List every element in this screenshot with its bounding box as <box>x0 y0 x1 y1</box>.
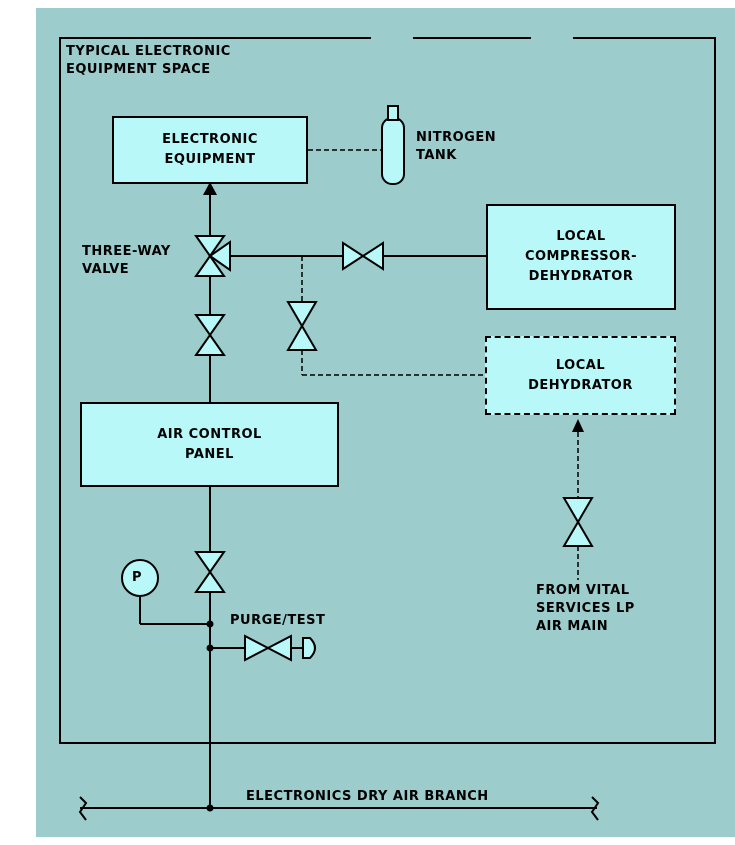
dry-air-branch-line <box>78 796 600 821</box>
purge-cap-icon <box>302 637 316 659</box>
flow-arrow-icon <box>203 182 217 195</box>
valve-icon <box>244 634 292 662</box>
local-dehydrator-box: LOCAL DEHYDRATOR <box>485 336 676 415</box>
air-control-panel-box: AIR CONTROL PANEL <box>80 402 339 487</box>
valve-icon <box>194 314 226 356</box>
electronic-equipment-label: ELECTRONIC EQUIPMENT <box>162 132 258 167</box>
equipment-space-label: TYPICAL ELECTRONIC EQUIPMENT SPACE <box>66 44 231 77</box>
valve-icon <box>562 497 594 547</box>
three-way-valve-icon <box>194 235 231 277</box>
from-vital-services-label: FROM VITAL SERVICES LP AIR MAIN <box>536 583 635 634</box>
main-supply-pipe <box>139 195 486 808</box>
valve-icon <box>286 301 318 351</box>
electronic-equipment-box: ELECTRONIC EQUIPMENT <box>112 116 308 184</box>
junction-dots <box>206 620 214 812</box>
three-way-valve-label: THREE-WAY VALVE <box>82 244 171 277</box>
local-compressor-dehydrator-label: LOCAL COMPRESSOR- DEHYDRATOR <box>524 229 638 284</box>
local-dehydrator-label: LOCAL DEHYDRATOR <box>528 357 633 393</box>
air-control-panel-label: AIR CONTROL PANEL <box>157 426 262 462</box>
valve-icon <box>342 241 384 271</box>
purge-test-label: PURGE/TEST <box>230 613 326 628</box>
pressure-gauge-label: P <box>132 570 143 585</box>
local-compressor-dehydrator-box: LOCAL COMPRESSOR- DEHYDRATOR <box>486 204 676 310</box>
equipment-space-boundary <box>59 37 716 744</box>
pressure-gauge-icon <box>121 559 159 597</box>
flow-arrow-icon <box>572 419 584 432</box>
dashed-lines <box>301 149 579 580</box>
nitrogen-tank-icon <box>381 105 405 185</box>
nitrogen-tank-label: NITROGEN TANK <box>416 130 497 163</box>
valve-icon <box>194 551 226 593</box>
dry-air-branch-label: ELECTRONICS DRY AIR BRANCH <box>246 789 489 804</box>
